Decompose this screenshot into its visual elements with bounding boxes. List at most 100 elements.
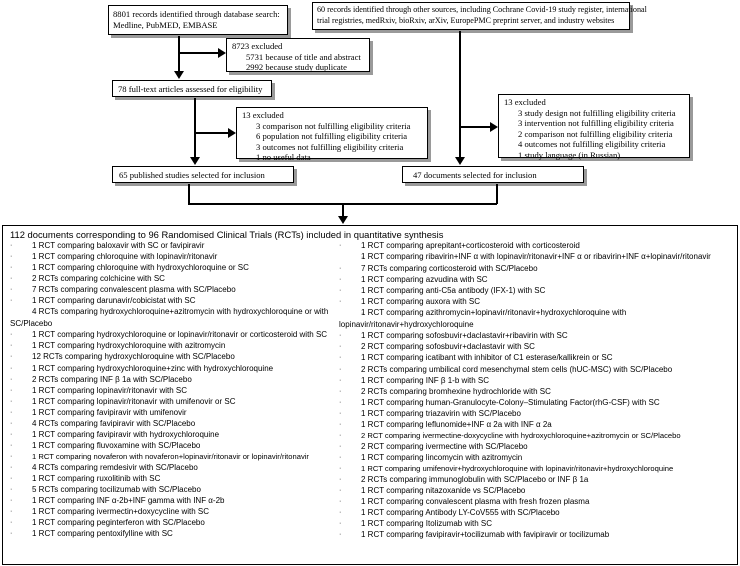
bullet: ·	[339, 398, 342, 406]
bullet: ·	[339, 509, 342, 517]
synthesis-item-text: 2 RCTs comparing immunoglobulin with SC/…	[361, 474, 589, 484]
bullet: ·	[339, 242, 342, 249]
synthesis-right-column: ·1 RCT comparing aprepitant+corticostero…	[339, 240, 735, 540]
excluded-fulltext-item: 3 outcomes not fulfilling eligibility cr…	[256, 141, 404, 152]
records-database-line-2: Medline, PubMED, EMBASE	[113, 19, 218, 30]
connector-to-excluded-other	[459, 126, 490, 128]
synthesis-item-text: 1 RCT comparing fluvoxamine with SC/Plac…	[32, 440, 201, 450]
synthesis-box: 112 documents corresponding to 96 Random…	[2, 225, 738, 565]
synthesis-item-text: 2 RCTs comparing INF β 1a with SC/Placeb…	[32, 374, 192, 384]
synthesis-item-text: 1 RCT comparing ribavirin+INF α with lop…	[361, 252, 711, 262]
synthesis-item-text: 1 RCT comparing hydroxychloroquine+zinc …	[32, 363, 274, 373]
excluded-screening-title: 8723 excluded	[232, 41, 283, 51]
bullet: ·	[339, 265, 342, 273]
arrow-to-excluded-fulltext	[228, 128, 236, 138]
excluded-screening-box: 8723 excluded 5731 because of title and …	[226, 38, 370, 72]
excluded-fulltext-box: 13 excluded 3 comparison not fulfilling …	[236, 107, 428, 162]
bullet: ·	[339, 409, 342, 417]
synthesis-item-text: 1 RCT comparing umifenovir+hydroxychloro…	[361, 463, 674, 473]
synthesis-item: · 1 RCT comparing hydroxychloroquine+zinc…	[10, 363, 332, 374]
synthesis-item-text: 5 RCTs comparing tocilizumab with SC/Pla…	[32, 485, 201, 495]
synthesis-item-text: 1 RCT comparing favipiravir with hydroxy…	[32, 429, 220, 439]
excluded-screening-item: 5731 because of title and abstract	[246, 51, 361, 62]
arrow-to-documents-selected	[455, 157, 465, 165]
synthesis-item: ·1 RCT comparing favipiravir with umifen…	[10, 407, 332, 418]
bullet: ·	[339, 387, 342, 395]
bullet: ·	[10, 486, 13, 494]
synthesis-item: ·1 RCT comparing aprepitant+corticostero…	[339, 240, 735, 251]
synthesis-item-text: 1 RCT comparing Itolizumab with SC	[361, 519, 493, 529]
synthesis-item-text: 1 RCT comparing lopinavir/ritonavir with…	[32, 385, 188, 395]
synthesis-item: ·1 RCT comparing INF α-2b+INF gamma with…	[10, 495, 332, 506]
bullet: ·	[339, 498, 342, 506]
synthesis-item: ·1 RCT comparing baloxavir with SC or fa…	[10, 240, 332, 251]
synthesis-item-text: 1 RCT comparing INF α-2b+INF gamma with …	[32, 496, 225, 506]
synthesis-item: ·2 RCT comparing sofosbuvir+daclastavir …	[339, 341, 735, 352]
synthesis-item-text: 1 RCT comparing peginterferon with SC/Pl…	[32, 518, 205, 528]
synthesis-item: ·1 RCT comparing peginterferon with SC/P…	[10, 517, 332, 528]
synthesis-item-text: 1 RCT comparing triazavirin with SC/Plac…	[361, 408, 521, 418]
synthesis-item-text: 1 RCT comparing baloxavir with SC or fav…	[32, 241, 205, 250]
synthesis-item: ·4 RCTs comparing favipiravir with SC/Pl…	[10, 418, 332, 429]
documents-selected-label: 47 documents selected for inclusion	[413, 170, 537, 180]
synthesis-item: ·7 RCTs comparing convalescent plasma wi…	[10, 284, 332, 295]
bullet: ·	[339, 453, 342, 461]
excluded-screening-item: 2992 because study duplicate	[246, 62, 347, 73]
bullet: ·	[339, 343, 342, 351]
excluded-other-item: 1 study language (in Russian)	[518, 149, 621, 160]
synthesis-item: ·1 RCT comparing convalescent plasma wit…	[339, 496, 735, 507]
synthesis-item: ·1 RCT comparing nitazoxanide vs SC/Plac…	[339, 485, 735, 496]
synthesis-item: ·1 RCT comparing azithromycin+lopinavir/…	[339, 307, 735, 330]
synthesis-item-text: 2 RCTs comparing bromhexine hydrochlorid…	[361, 386, 551, 396]
bullet: ·	[361, 310, 364, 318]
records-other-line-2: trial registries, medRxiv, bioRxiv, arXi…	[317, 15, 615, 25]
synthesis-item: ·1 RCT comparing leflunomide+INF α 2a wi…	[339, 419, 735, 430]
bullet: ·	[10, 275, 13, 283]
synthesis-item: ·2 RCT comparing ivermectine-doxycycline…	[339, 430, 735, 441]
synthesis-item-text: 4 RCTs comparing hydroxychloroquine+azit…	[10, 307, 329, 329]
connector-full-text-down	[194, 98, 196, 158]
synthesis-item-text: 1 RCT comparing pentoxifylline with SC	[32, 529, 173, 539]
synthesis-item-text: 4 RCTs comparing remdesivir with SC/Plac…	[32, 462, 198, 472]
synthesis-item-text: 1 RCT comparing favipiravir with umifeno…	[32, 407, 187, 417]
bullet: ·	[10, 353, 13, 361]
documents-selected-box: 47 documents selected for inclusion	[402, 166, 584, 183]
bullet: ·	[339, 276, 342, 284]
synthesis-item-text: 12 RCTs comparing hydroxychloroquine wit…	[32, 352, 235, 362]
excluded-fulltext-item: 6 population not fulfilling eligibility …	[256, 131, 408, 142]
bullet: ·	[339, 298, 342, 306]
bullet: ·	[10, 342, 13, 350]
bullet: ·	[339, 475, 342, 483]
synthesis-item-text: 7 RCTs comparing convalescent plasma wit…	[32, 285, 236, 295]
synthesis-item: ·1 RCT comparing fluvoxamine with SC/Pla…	[10, 440, 332, 451]
synthesis-item-text: 1 RCT comparing chloroquine with lopinav…	[32, 252, 218, 262]
synthesis-item-text: 1 RCT comparing favipiravir+tocilizumab …	[361, 530, 610, 540]
bullet: ·	[339, 354, 342, 362]
synthesis-item-text: 1 RCT comparing lincomycin with azitromy…	[361, 452, 523, 462]
synthesis-item: ·1 RCT comparing lopinavir/ritonavir wit…	[10, 385, 332, 396]
records-other-line-1: 60 records identified through other sour…	[317, 5, 647, 14]
synthesis-item: · 2 RCTs comparing umbilical cord mesench…	[339, 364, 735, 375]
published-selected-box: 65 published studies selected for inclus…	[112, 166, 294, 183]
synthesis-item-text: 1 RCT comparing darunavir/cobicistat wit…	[32, 296, 196, 306]
synthesis-item-text: 7 RCTs comparing corticosteroid with SC/…	[361, 264, 538, 274]
synthesis-item-text: 1 RCT comparing azvudina with SC	[361, 275, 488, 285]
arrow-to-synthesis	[338, 216, 348, 224]
synthesis-item: · 1 RCT comparing azvudina with SC	[339, 274, 735, 285]
synthesis-item: ·1 RCT comparing auxora with SC	[339, 296, 735, 307]
synthesis-item: ·1 RCT comparing INF β 1-b with SC	[339, 375, 735, 386]
synthesis-item-text: 1 RCT comparing hydroxychloroquine with …	[32, 341, 226, 351]
synthesis-item-text: 2 RCTs comparing umbilical cord mesenchy…	[361, 364, 673, 374]
connector-other-down	[459, 31, 461, 158]
bullet: ·	[32, 309, 35, 317]
bullet: ·	[10, 364, 13, 372]
synthesis-item: ·1 RCT comparing ivermectin+doxycycline …	[10, 506, 332, 517]
synthesis-item: · 1 RCT comparing umifenovir+hydroxychlor…	[339, 463, 735, 474]
bullet: ·	[339, 365, 342, 373]
bullet: ·	[339, 464, 342, 472]
synthesis-item-text: 1 RCT comparing human-Granulocyte-Colony…	[361, 397, 660, 407]
bullet: ·	[10, 297, 13, 305]
bullet: ·	[10, 264, 13, 272]
bullet: ·	[10, 419, 13, 427]
synthesis-item: ·1 RCT comparing lopinavir/ritonavir wit…	[10, 396, 332, 407]
